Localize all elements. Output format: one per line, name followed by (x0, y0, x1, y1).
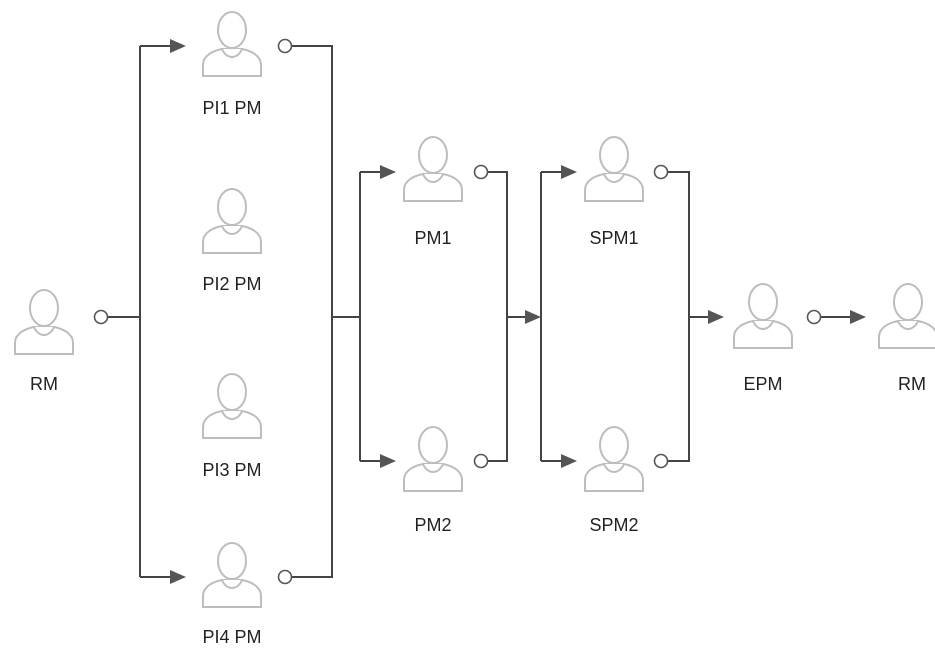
arrow-to-epm (708, 310, 724, 324)
port-rm-start (93, 309, 109, 325)
person-icon[interactable] (584, 426, 644, 492)
node-label-rm-end: RM (898, 374, 926, 394)
arrow-to-pi4 (170, 570, 186, 584)
arrow-heads (170, 39, 866, 584)
person-icons (14, 11, 935, 608)
person-icon[interactable] (202, 373, 262, 439)
node-label-spm1: SPM1 (589, 228, 638, 248)
connectors (108, 45, 852, 578)
person-icon[interactable] (733, 283, 793, 349)
ports (93, 38, 822, 585)
person-icon[interactable] (878, 283, 935, 349)
arrow-into-spm-group (525, 310, 541, 324)
person-icon[interactable] (202, 542, 262, 608)
port-spm1 (653, 164, 669, 180)
arrow-to-spm1 (561, 165, 577, 179)
node-label-pm2: PM2 (414, 515, 451, 535)
person-icon[interactable] (14, 289, 74, 355)
person-icon[interactable] (403, 426, 463, 492)
connector-pi1-out (292, 45, 333, 578)
connector-pm-out (488, 171, 508, 462)
person-icon[interactable] (584, 136, 644, 202)
node-labels: RM PI1 PM PI2 PM PI3 PM PI4 PM PM1 PM2 S… (30, 98, 926, 647)
node-label-pm1: PM1 (414, 228, 451, 248)
node-label-spm2: SPM2 (589, 515, 638, 535)
person-icon[interactable] (403, 136, 463, 202)
person-icon[interactable] (202, 11, 262, 77)
arrow-to-spm2 (561, 454, 577, 468)
person-icon[interactable] (202, 188, 262, 254)
node-label-epm: EPM (743, 374, 782, 394)
port-pm1 (473, 164, 489, 180)
node-label-rm-start: RM (30, 374, 58, 394)
port-pm2 (473, 453, 489, 469)
arrow-to-rm-end (850, 310, 866, 324)
node-label-pi2-pm: PI2 PM (202, 274, 261, 294)
node-label-pi1-pm: PI1 PM (202, 98, 261, 118)
port-epm (806, 309, 822, 325)
node-label-pi3-pm: PI3 PM (202, 460, 261, 480)
arrow-to-pm2 (380, 454, 396, 468)
arrow-to-pi1 (170, 39, 186, 53)
node-label-pi4-pm: PI4 PM (202, 627, 261, 647)
arrow-to-pm1 (380, 165, 396, 179)
port-pi4-pm (277, 569, 293, 585)
connector-spm-out (668, 171, 690, 462)
port-pi1-pm (277, 38, 293, 54)
port-spm2 (653, 453, 669, 469)
